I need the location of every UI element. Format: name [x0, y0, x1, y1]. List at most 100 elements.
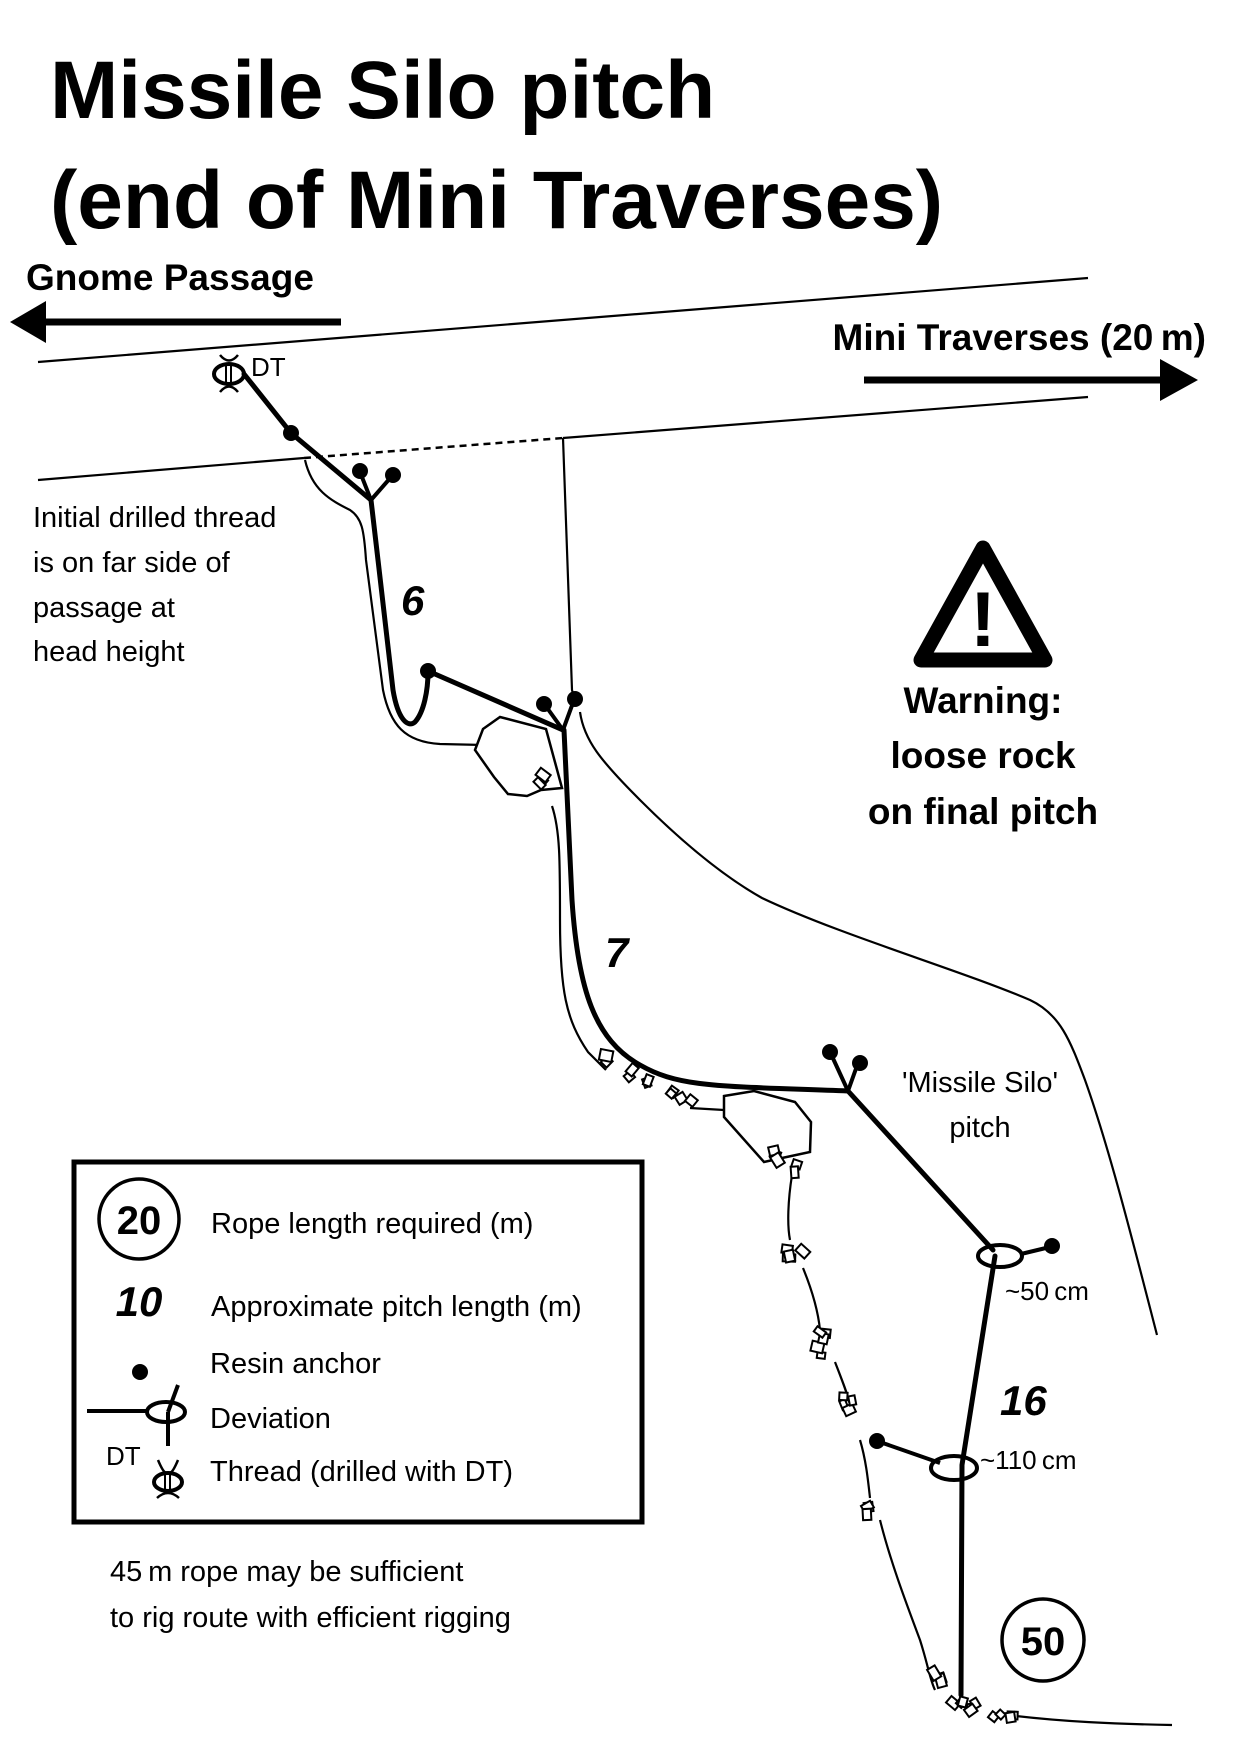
shaft-right-wall	[578, 711, 1159, 1336]
legend-symbol: DT	[106, 1441, 141, 1471]
passage-edge-dashed	[303, 436, 564, 460]
resin-anchor	[869, 1433, 885, 1449]
resin-anchor	[352, 463, 368, 479]
note-line: passage at	[33, 592, 175, 624]
rope-drop-7	[561, 727, 851, 1094]
thread-icon	[152, 1459, 184, 1499]
deviation-1-distance: ~50 cm	[1005, 1276, 1089, 1306]
legend-symbol: 10	[116, 1278, 163, 1325]
deviation-icon	[87, 1384, 187, 1446]
boulder-upper	[473, 715, 564, 798]
resin-anchor-icon	[132, 1364, 148, 1380]
legend-item-thread: DT Thread (drilled with DT)	[106, 1441, 513, 1499]
warning-line: Warning:	[904, 680, 1063, 721]
title-line-2: (end of Mini Traverses)	[50, 155, 943, 246]
title-line-1: Missile Silo pitch	[50, 45, 715, 136]
rubble-fragment	[1004, 1710, 1017, 1724]
boulders	[473, 715, 813, 1164]
rubble-fragment	[793, 1242, 812, 1260]
rope-drop-16	[958, 1253, 998, 1698]
deviation-2-distance: ~110 cm	[980, 1445, 1077, 1475]
rope-length-circle-icon	[1000, 1597, 1086, 1683]
legend-label: Resin anchor	[210, 1348, 381, 1380]
rubble-fragment	[838, 1391, 849, 1402]
arrow-right-icon	[864, 359, 1198, 401]
warning-line: on final pitch	[868, 791, 1098, 832]
rubble-fragment	[782, 1248, 797, 1264]
pitch-length-16: 16	[1000, 1377, 1047, 1424]
rubble-fragment	[925, 1663, 943, 1683]
passage-near-wall-right	[562, 395, 1089, 440]
resin-anchor	[852, 1055, 868, 1071]
thread-icon	[212, 354, 246, 393]
rope-drop-6	[368, 497, 431, 727]
arrow-left-icon	[10, 301, 341, 343]
shaft-right-wall-upper	[561, 437, 578, 706]
deviation-icon	[976, 1238, 1060, 1269]
shaft-left-wall-mid	[550, 805, 607, 1071]
rubble-fragment	[994, 1708, 1008, 1721]
initial-thread-note: Initial drilled thread is on far side of…	[33, 502, 276, 668]
warning-line: loose rock	[890, 735, 1075, 776]
rope-pitch-7: 7	[425, 668, 851, 1094]
legend-item-resin-anchor: Resin anchor	[132, 1348, 381, 1380]
mini-traverses-label: Mini Traverses (20 m)	[833, 317, 1206, 358]
rubble-fragment	[789, 1165, 800, 1180]
warning-block: ! Warning: loose rock on final pitch	[868, 540, 1098, 832]
rubble-fragment	[641, 1072, 655, 1089]
legend-label: Thread (drilled with DT)	[210, 1456, 513, 1488]
legend-label: Approximate pitch length (m)	[211, 1291, 582, 1323]
legend-symbol: 20	[117, 1199, 162, 1243]
footnote-line: to rig route with efficient rigging	[110, 1602, 511, 1634]
rubble	[532, 766, 1019, 1724]
rubble-fragment	[841, 1402, 858, 1418]
legend-box	[71, 1159, 645, 1525]
rubble-fragment	[861, 1507, 873, 1522]
rubble-fragment	[956, 1695, 970, 1709]
rubble-fragment	[673, 1090, 689, 1107]
rope-traverse-line	[241, 371, 374, 503]
resin-anchor	[567, 691, 583, 707]
resin-anchor	[385, 467, 401, 483]
resin-anchor	[1044, 1238, 1060, 1254]
legend-item-rope-length: 20 Rope length required (m)	[97, 1177, 533, 1261]
rubble-fragment	[944, 1694, 962, 1712]
rubble-fragment	[597, 1047, 615, 1064]
rope-pitch-16: ~50 cm ~110 cm 16	[822, 1044, 1089, 1698]
rubble-fragment	[812, 1324, 828, 1340]
legend-item-deviation: Deviation	[87, 1384, 331, 1446]
rubble-fragment	[683, 1092, 700, 1109]
warning-triangle-icon: !	[913, 540, 1053, 668]
pitch-name-line: 'Missile Silo'	[902, 1067, 1058, 1099]
passage-far-wall	[37, 276, 1089, 364]
rubble-fragment	[532, 775, 548, 791]
deviation-icon	[869, 1433, 979, 1482]
legend-label: Rope length required (m)	[211, 1208, 533, 1240]
note-line: head height	[33, 636, 185, 668]
rubble-fragment	[962, 1702, 979, 1719]
resin-anchor	[822, 1044, 838, 1060]
rubble-fragment	[768, 1151, 787, 1170]
warning-exclamation: !	[970, 575, 996, 663]
rope-length-circle-icon	[97, 1177, 181, 1261]
pitch-name-line: pitch	[949, 1112, 1010, 1144]
rubble-fragment	[847, 1394, 858, 1407]
passage-walls	[37, 276, 1089, 482]
dt-label: DT	[251, 352, 286, 382]
rubble-fragment	[624, 1061, 641, 1078]
legend-item-pitch-length: 10 Approximate pitch length (m)	[116, 1278, 582, 1325]
gnome-passage-label: Gnome Passage	[26, 257, 314, 298]
rope-silo-diagonal	[845, 1088, 996, 1253]
pitch-name-label: 'Missile Silo' pitch	[902, 1067, 1058, 1144]
shaft-left-wall-ledge	[689, 1106, 725, 1112]
note-line: Initial drilled thread	[33, 502, 276, 534]
footnote: 45 m rope may be sufficient to rig route…	[110, 1556, 511, 1634]
note-line: is on far side of	[33, 547, 231, 579]
shaft-walls	[303, 437, 1173, 1727]
rope-length-value: 50	[1021, 1620, 1066, 1664]
rope-rebelay-traverse	[425, 668, 566, 733]
rope-length-required: 50	[1000, 1597, 1086, 1683]
passage-near-wall-left	[37, 456, 305, 482]
shaft-left-wall-lower	[787, 1174, 1173, 1727]
